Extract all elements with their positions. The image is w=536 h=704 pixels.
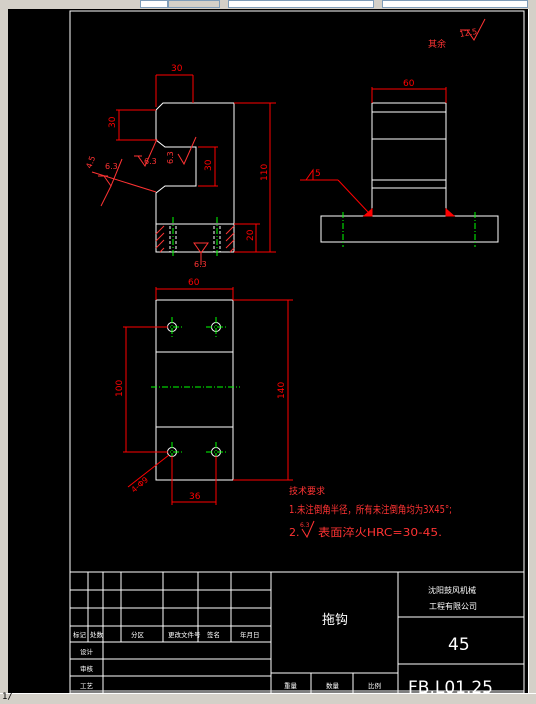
side-upright (371, 102, 447, 217)
company-line-1: 沈阳鼓风机械 (428, 585, 476, 595)
dim-top-width: 30 (171, 64, 183, 74)
weld-left (362, 207, 373, 217)
dim-hole-x: 36 (189, 492, 201, 502)
tech-item-2-symbol: 6.3 (300, 522, 310, 529)
dim-hole-spacing: 100 (115, 380, 125, 397)
title-row-label-2: 处数 (90, 630, 104, 639)
technical-requirements: 技术要求 1.未注倒角半径，所有未注倒角均为3X45°; 2. 6.3 表面淬火… (289, 485, 452, 539)
vertical-scrollbar[interactable] (528, 9, 536, 693)
company-line-2: 工程有限公司 (429, 601, 477, 611)
roughness-face-b: 6.3 (166, 151, 175, 164)
toolbar-layer-dropdown[interactable] (228, 0, 374, 8)
roughness-other-value: 12.5 (459, 27, 478, 39)
title-row-label-3: 分区 (131, 630, 145, 639)
side-base-plate (320, 215, 499, 243)
side-view (320, 102, 499, 247)
tech-title: 技术要求 (289, 485, 325, 497)
cad-drawing: 30 30 30 110 20 6.3 6.3 6.3 4.5 6.3 其余 1… (69, 10, 525, 698)
dim-side-width: 60 (403, 79, 415, 89)
title-side-label-2: 审核 (80, 664, 94, 673)
roughness-other-label: 其余 (428, 38, 446, 50)
dim-weld-5: 5 (315, 169, 321, 179)
roughness-left-angle: 4.5 (84, 155, 97, 170)
title-side-label-1: 设计 (80, 647, 94, 656)
roughness-left: 6.3 (105, 162, 118, 171)
front-view-outline (155, 102, 235, 253)
front-base-hatch (155, 225, 235, 253)
tech-item-2: 表面淬火HRC=30-45. (318, 525, 442, 539)
drawing-canvas[interactable]: 30 30 30 110 20 6.3 6.3 6.3 4.5 6.3 其余 1… (8, 9, 528, 698)
roughness-face-a: 6.3 (144, 157, 157, 166)
dim-slot-height: 30 (108, 116, 118, 128)
dim-height-110: 110 (260, 164, 270, 181)
title-block (69, 571, 525, 694)
front-dimensions (116, 74, 276, 253)
plan-dimensions (123, 287, 293, 505)
part-name: 拖钩 (322, 613, 348, 628)
title-row-label-6: 年月日 (240, 630, 260, 639)
drawing-number: FB.L01.25 (408, 678, 493, 693)
title-row-label-4: 更改文件号 (168, 630, 201, 639)
status-text: 1/ (2, 692, 13, 702)
roughness-bottom: 6.3 (194, 260, 207, 269)
tech-item-1: 1.未注倒角半径，所有未注倒角均为3X45°; (289, 503, 452, 516)
toolbar-icons[interactable] (168, 0, 220, 8)
plan-outline (155, 299, 234, 481)
title-row-label-1: 标记 (73, 630, 87, 639)
front-view (155, 102, 235, 257)
title-bottom-label-1: 重量 (284, 682, 298, 690)
title-row-label-5: 签名 (207, 630, 220, 639)
weld-right (445, 207, 456, 217)
title-bottom-label-3: 比例 (368, 681, 381, 690)
roughness-symbols (91, 18, 486, 265)
plan-centerlines (151, 317, 240, 462)
plan-holes (167, 322, 221, 457)
tech-item-2-prefix: 2. (289, 526, 300, 539)
dim-hole-diameter: 4-Φ9 (130, 475, 151, 494)
title-bottom-label-2: 数量 (326, 681, 340, 690)
dim-base-20: 20 (246, 229, 256, 241)
toolbar-dropdown-1[interactable] (140, 0, 168, 8)
title-side-label-3: 工艺 (80, 682, 94, 690)
status-bar: 1/ (0, 692, 536, 704)
material: 45 (448, 635, 470, 655)
front-hole-centerlines (172, 217, 218, 257)
dim-plan-width: 60 (188, 278, 200, 288)
side-dimensions (300, 87, 447, 213)
dim-slot-inner: 30 (204, 159, 214, 171)
drawing-border (69, 10, 525, 692)
dim-total-140: 140 (277, 382, 287, 399)
toolbar-style-dropdown[interactable] (382, 0, 528, 8)
